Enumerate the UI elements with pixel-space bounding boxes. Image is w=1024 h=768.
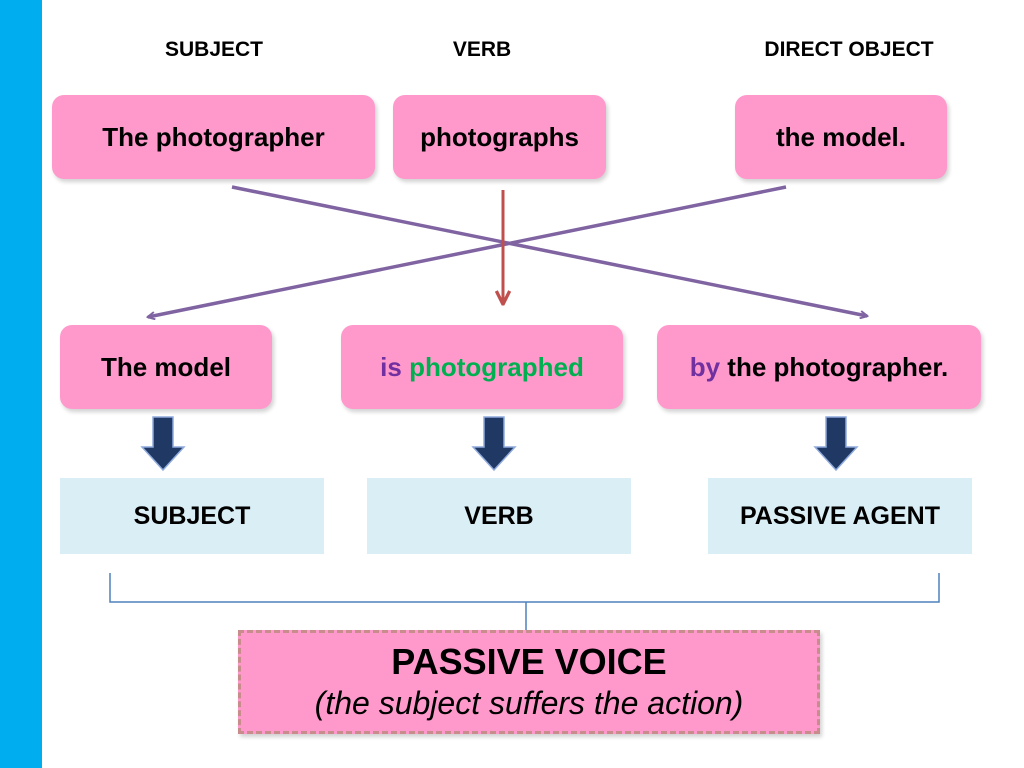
bracket-connector xyxy=(109,573,940,632)
label-verb: VERB xyxy=(452,38,512,61)
passive-verb-box: is photographed xyxy=(341,325,623,409)
active-verb-box: photographs xyxy=(393,95,606,179)
role-agent-box: PASSIVE AGENT xyxy=(708,478,972,554)
passive-agent-by: by xyxy=(689,351,721,382)
summary-title: PASSIVE VOICE xyxy=(391,641,667,682)
passive-voice-summary-box: PASSIVE VOICE (the subject suffers the a… xyxy=(238,630,820,734)
active-subject-box: The photographer xyxy=(52,95,375,179)
thick-down-arrow-icon xyxy=(813,416,859,472)
passive-subject-box: The model xyxy=(60,325,272,409)
role-subject-text: SUBJECT xyxy=(133,501,251,530)
arrow-icon xyxy=(148,185,787,317)
side-accent-bar xyxy=(0,0,42,768)
label-subject: SUBJECT xyxy=(164,38,264,61)
passive-subject-text: The model xyxy=(100,351,231,382)
label-direct-object: DIRECT OBJECT xyxy=(764,38,934,61)
arrow-icon xyxy=(231,185,867,316)
thick-down-arrow-icon xyxy=(471,416,517,472)
active-object-box: the model. xyxy=(735,95,947,179)
passive-agent-box: by the photographer. xyxy=(657,325,981,409)
passive-verb-participle: photographed xyxy=(409,351,584,382)
role-agent-text: PASSIVE AGENT xyxy=(739,501,941,530)
active-subject-text: The photographer xyxy=(102,121,325,152)
role-subject-box: SUBJECT xyxy=(60,478,324,554)
summary-subtitle: (the subject suffers the action) xyxy=(314,685,744,721)
active-object-text: the model. xyxy=(775,121,906,152)
role-verb-box: VERB xyxy=(367,478,631,554)
thick-down-arrow-icon xyxy=(140,416,186,472)
passive-agent-text: the photographer. xyxy=(727,351,949,382)
passive-verb-auxiliary: is xyxy=(380,351,402,382)
active-verb-text: photographs xyxy=(420,121,579,152)
role-verb-text: VERB xyxy=(464,501,534,530)
